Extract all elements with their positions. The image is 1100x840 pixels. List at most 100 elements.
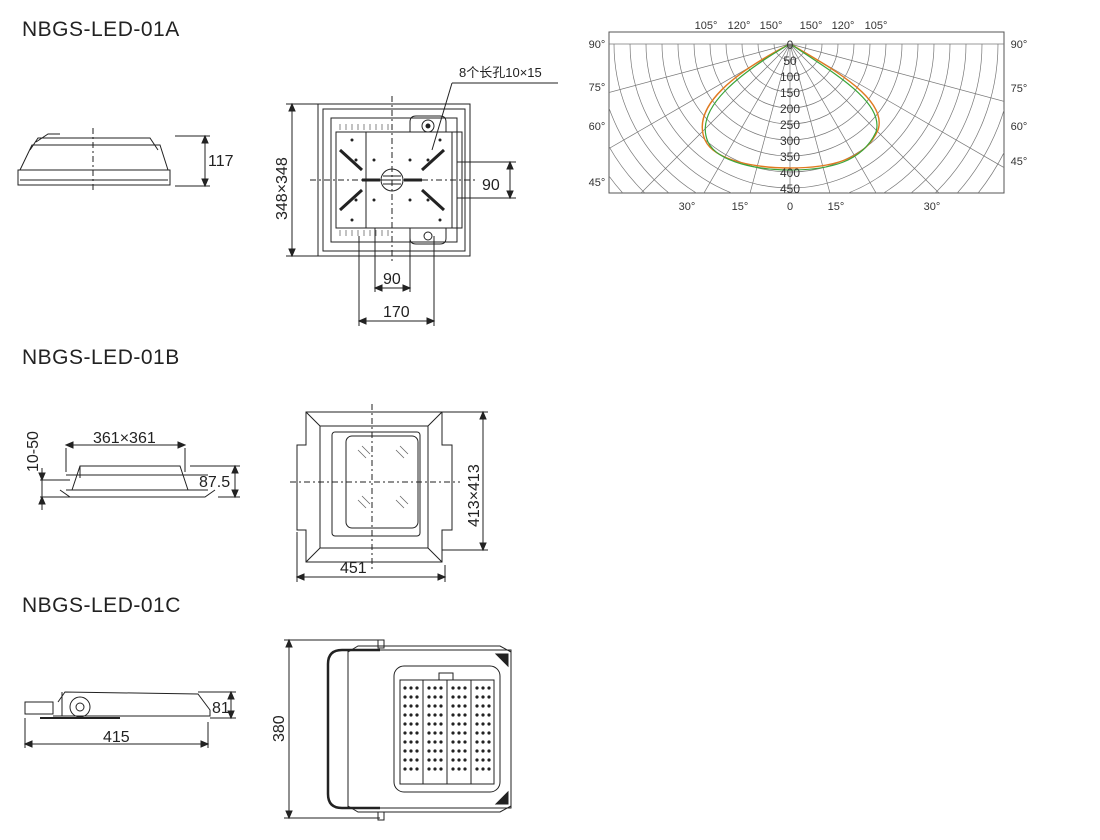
led-dot: [433, 749, 437, 753]
led-dot: [403, 704, 407, 708]
polar-top-angle-label: 120°: [728, 20, 751, 32]
polar-curve-2: [704, 44, 878, 171]
polar-bottom-angle-label: 30°: [924, 201, 941, 213]
led-dot: [415, 686, 419, 690]
dim-c-height: 81: [212, 700, 230, 717]
polar-curve-1: [701, 44, 880, 169]
led-dot: [409, 722, 413, 726]
led-dot: [439, 767, 443, 771]
polar-bottom-angle-label: 30°: [679, 201, 696, 213]
model-title-a: NBGS-LED-01A: [22, 18, 180, 41]
polar-radial-label: 450: [780, 182, 800, 196]
led-dot: [403, 758, 407, 762]
led-dot: [427, 740, 431, 744]
led-dot: [427, 749, 431, 753]
led-dot: [475, 704, 479, 708]
polar-spoke: [749, 43, 791, 193]
polar-left-angle-label: 75°: [589, 82, 606, 94]
led-dot: [439, 749, 443, 753]
dim-b-height: 87.5: [199, 474, 230, 491]
polar-top-angle-label: 105°: [865, 20, 888, 32]
polar-spoke: [789, 43, 831, 193]
led-dot: [439, 740, 443, 744]
led-dot: [415, 695, 419, 699]
led-dot: [451, 740, 455, 744]
led-dot: [451, 767, 455, 771]
led-dot: [481, 722, 485, 726]
led-dot: [415, 731, 419, 735]
led-dot: [481, 749, 485, 753]
led-dot: [439, 695, 443, 699]
polar-radial-label: 300: [780, 134, 800, 148]
dim-c-length: 415: [103, 729, 130, 746]
polar-radial-label: 50: [783, 54, 797, 68]
led-dot: [403, 740, 407, 744]
led-dot: [475, 686, 479, 690]
polar-arc: [629, 43, 951, 193]
led-dot: [475, 758, 479, 762]
led-dot: [475, 713, 479, 717]
model-c-side-view: 81 415: [23, 690, 236, 748]
polar-arc: [613, 43, 967, 193]
led-dot: [427, 686, 431, 690]
polar-top-angle-label: 150°: [760, 20, 783, 32]
led-dot: [463, 758, 467, 762]
led-dot: [487, 749, 491, 753]
led-dot: [481, 758, 485, 762]
model-b-side-view: 361×361 10-50 87.5: [25, 430, 240, 510]
led-dot: [415, 713, 419, 717]
model-a-top-view: 8个长孔10×15 348×348 90 90 170: [274, 65, 558, 326]
polar-radial-label: 0: [787, 38, 794, 52]
led-dot: [409, 767, 413, 771]
polar-arc: [977, 151, 1004, 193]
led-dot: [409, 704, 413, 708]
led-dot: [457, 731, 461, 735]
led-dot: [433, 695, 437, 699]
led-dot: [409, 740, 413, 744]
led-dot: [457, 686, 461, 690]
led-dot: [481, 740, 485, 744]
led-dot: [475, 749, 479, 753]
led-dot: [487, 713, 491, 717]
led-dot: [463, 740, 467, 744]
polar-right-angle-label: 90°: [1011, 39, 1028, 51]
polar-bottom-angle-label: 15°: [732, 201, 749, 213]
polar-radial-label: 200: [780, 102, 800, 116]
led-dot: [451, 722, 455, 726]
led-dot: [463, 749, 467, 753]
led-dot: [433, 713, 437, 717]
led-dot: [403, 767, 407, 771]
led-dot: [451, 695, 455, 699]
led-dot: [463, 686, 467, 690]
led-dot: [487, 722, 491, 726]
led-dot: [427, 713, 431, 717]
led-dot: [409, 758, 413, 762]
led-dot: [481, 704, 485, 708]
led-dot: [481, 695, 485, 699]
led-dot: [475, 740, 479, 744]
dim-a-height: 117: [208, 153, 234, 170]
led-dot: [451, 704, 455, 708]
led-dot: [415, 749, 419, 753]
dim-a-right-span: 90: [482, 177, 500, 194]
led-dot: [475, 695, 479, 699]
led-dot: [439, 704, 443, 708]
polar-left-angle-label: 45°: [589, 177, 606, 189]
led-dot: [403, 686, 407, 690]
polar-left-angle-label: 60°: [589, 121, 606, 133]
led-dot: [481, 731, 485, 735]
led-dot: [427, 758, 431, 762]
led-dot: [481, 686, 485, 690]
polar-bottom-angle-label: 15°: [828, 201, 845, 213]
dim-a-bottom-span: 90: [383, 271, 401, 288]
led-dot: [487, 740, 491, 744]
led-dot: [403, 695, 407, 699]
led-dot: [463, 704, 467, 708]
led-dot: [427, 767, 431, 771]
led-dot: [433, 686, 437, 690]
led-dot: [457, 749, 461, 753]
led-dot: [463, 713, 467, 717]
led-dot: [451, 713, 455, 717]
led-dot: [427, 704, 431, 708]
